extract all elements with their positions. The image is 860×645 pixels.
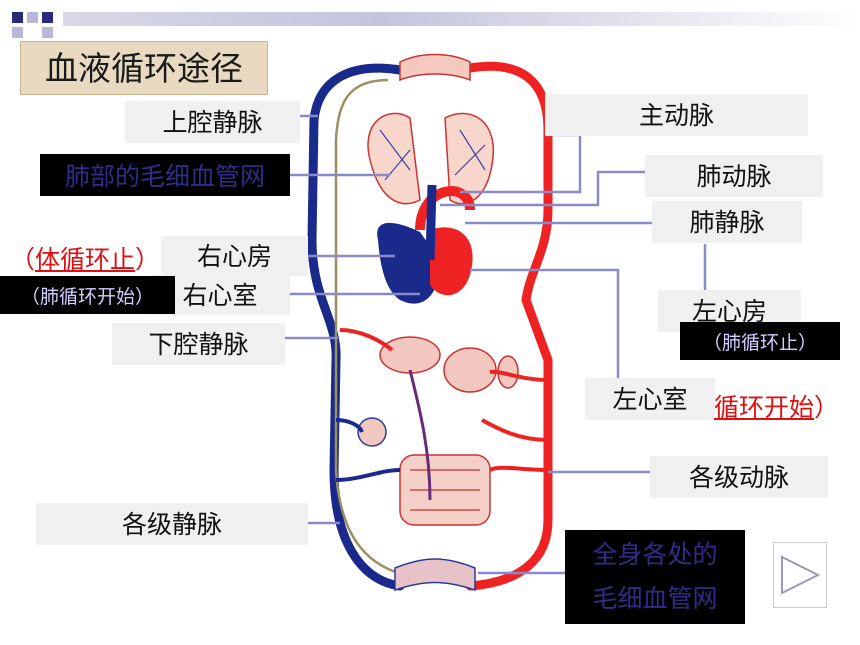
portal-vein <box>408 369 432 501</box>
body-capillary-bottom <box>394 558 476 592</box>
stomach <box>443 347 497 393</box>
artery-vessel <box>465 61 553 591</box>
note-pulmonary-end: （肺循环止） <box>680 322 840 360</box>
liver <box>379 336 441 374</box>
title-box: 血液循环途径 <box>20 41 268 95</box>
corner-square <box>27 12 38 23</box>
note-systemic-end-text: 体循环止 <box>35 245 136 274</box>
label-right-atrium: 右心房 <box>161 236 308 276</box>
label-body-capillaries-line1: 全身各处的 <box>592 540 718 569</box>
note-paren-open: （ <box>10 245 36 274</box>
label-veins: 各级静脉 <box>36 503 308 545</box>
note-systemic-start: 循环开始） <box>714 388 839 424</box>
label-inferior-vena-cava: 下腔静脉 <box>112 323 285 365</box>
label-body-capillaries-line2: 毛细血管网 <box>592 584 718 613</box>
play-triangle-icon <box>781 555 821 595</box>
corner-square <box>12 12 23 23</box>
lung-capillary-top <box>399 53 471 82</box>
left-lung <box>367 112 421 205</box>
note-pulmonary-start: （肺循环开始） <box>0 276 175 314</box>
label-arteries: 各级动脉 <box>650 456 828 498</box>
spleen <box>357 417 387 447</box>
pulmonary-trunk <box>425 184 437 261</box>
header-gradient-bar <box>63 12 860 26</box>
heart-left-side <box>430 227 473 296</box>
note-paren-close: ） <box>135 245 161 274</box>
note-systemic-start-text: 循环开始 <box>714 393 815 422</box>
label-left-ventricle: 左心室 <box>585 378 715 420</box>
label-pulmonary-capillaries: 肺部的毛细血管网 <box>40 154 290 196</box>
heart-right-side <box>377 222 440 304</box>
right-lung <box>444 112 495 205</box>
lymph-vessel <box>334 78 411 578</box>
note-systemic-start-close: ） <box>814 393 840 422</box>
corner-square <box>42 27 53 38</box>
vein-vessel <box>307 63 405 591</box>
corner-square <box>12 27 23 38</box>
label-pulmonary-artery: 肺动脉 <box>645 155 823 197</box>
page-title: 血液循环途径 <box>45 49 243 88</box>
note-systemic-end: （体循环止） <box>10 240 160 276</box>
label-superior-vena-cava: 上腔静脉 <box>125 101 300 143</box>
next-slide-button[interactable] <box>773 542 827 608</box>
label-pulmonary-vein: 肺静脉 <box>652 201 802 243</box>
leader-lines <box>285 114 707 575</box>
corner-square <box>42 12 53 23</box>
label-body-capillaries: 全身各处的 毛细血管网 <box>565 530 745 624</box>
label-aorta: 主动脉 <box>545 94 808 136</box>
aortic-arch <box>415 186 475 231</box>
leader-pulmonary-artery <box>440 170 645 207</box>
leader-left-ventricle <box>470 268 620 380</box>
